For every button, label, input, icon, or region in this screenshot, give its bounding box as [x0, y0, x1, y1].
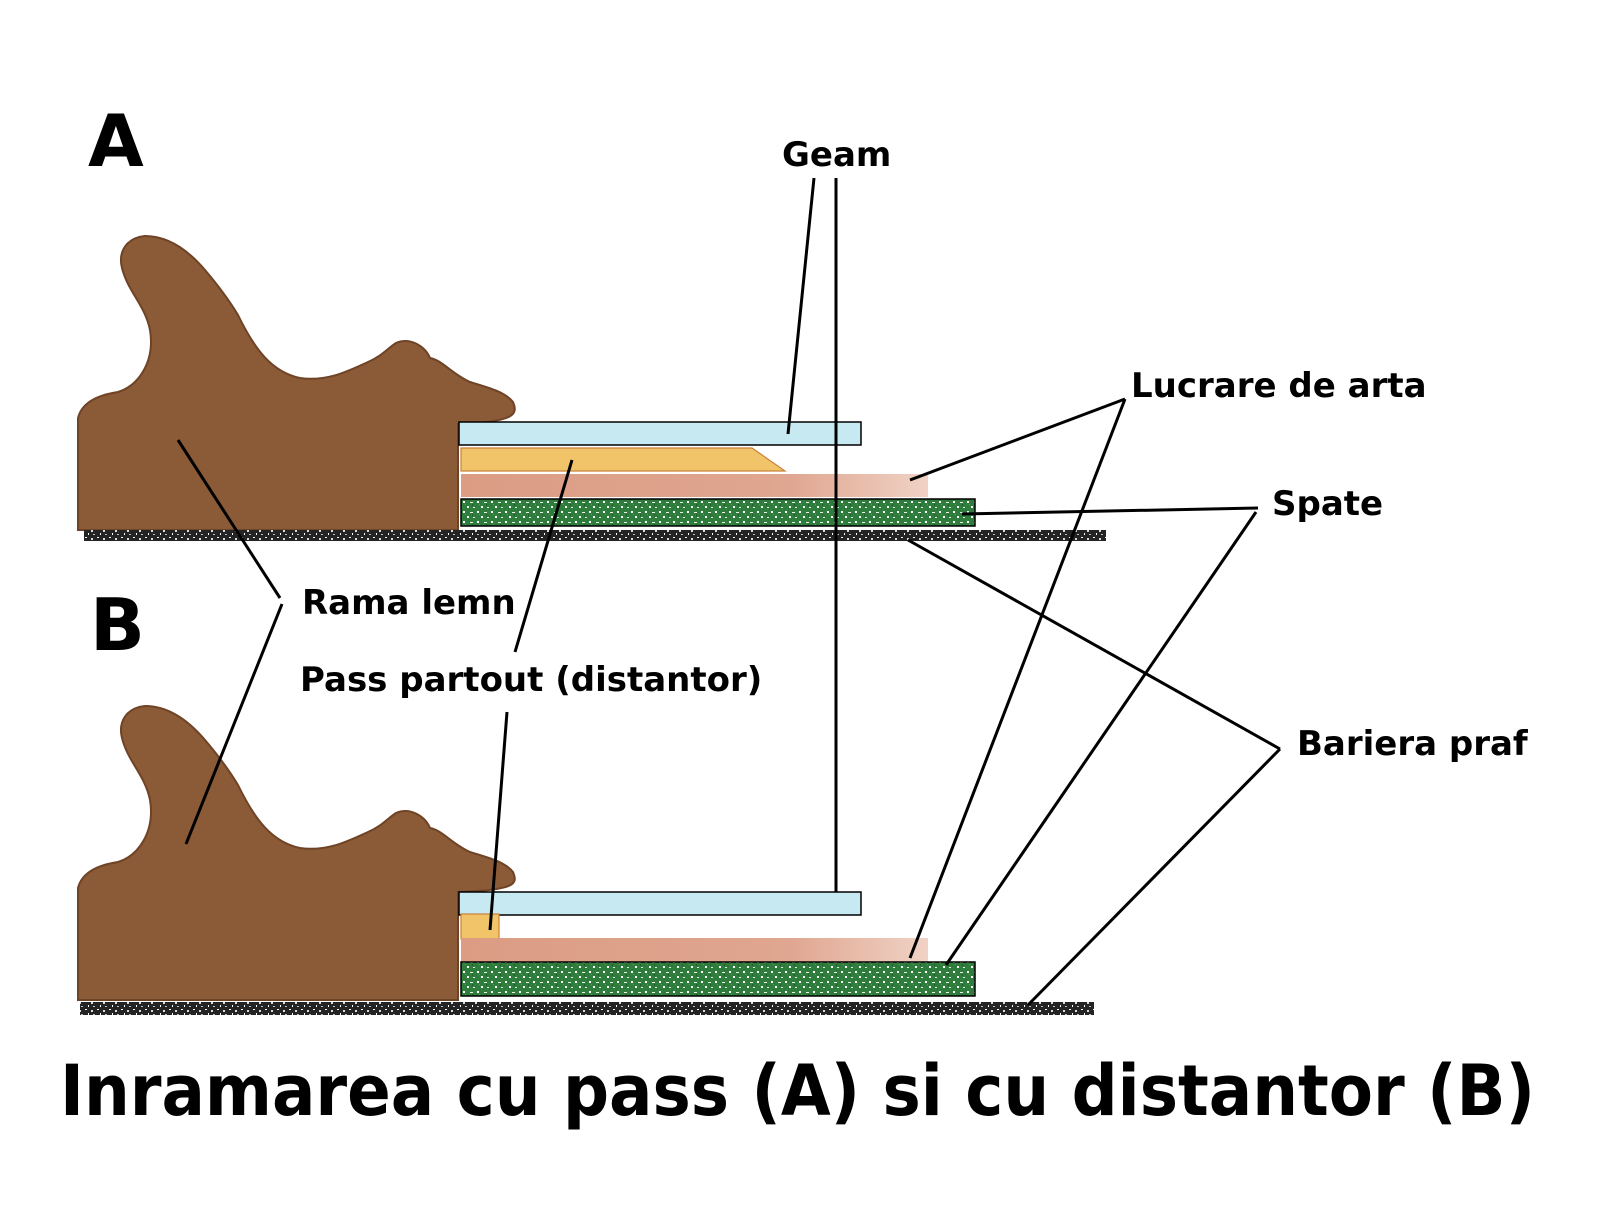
leader-lines	[176, 177, 1282, 1007]
leader-backing-a	[961, 506, 1259, 516]
backing-a	[460, 498, 976, 527]
panel-b-label: B	[90, 583, 145, 667]
label-artwork: Lucrare de arta	[1131, 366, 1427, 406]
panel-a-label: A	[88, 99, 144, 183]
leader-backing-b	[944, 511, 1258, 966]
leader-spacer-a	[513, 459, 574, 653]
label-dust-barrier: Bariera praf	[1297, 724, 1529, 764]
leader-dust-barrier-a	[907, 538, 1281, 751]
frame-profile-a	[77, 234, 516, 531]
leader-artwork-b	[908, 398, 1127, 959]
assembly-b	[77, 704, 1094, 1015]
artwork-b	[461, 938, 928, 962]
leader-spacer-b	[488, 711, 509, 931]
frame-profile-b	[77, 704, 516, 1001]
dust-barrier-b	[80, 1002, 1094, 1015]
leader-frame-a	[176, 439, 282, 599]
leader-glass-a	[786, 177, 816, 435]
spacer-b	[460, 913, 500, 940]
leader-artwork-a	[909, 397, 1126, 482]
leader-dust-barrier-b	[1026, 747, 1282, 1007]
label-backing: Spate	[1272, 484, 1383, 524]
diagram-caption: Inramarea cu pass (A) si cu distantor (B…	[60, 1050, 1535, 1132]
label-spacer: Pass partout (distantor)	[300, 660, 762, 700]
artwork-a	[461, 474, 928, 497]
glass-b	[458, 891, 862, 916]
assembly-a	[77, 234, 1106, 541]
glass-a	[458, 421, 862, 446]
pass-partout-a	[460, 447, 787, 472]
leader-frame-b	[184, 603, 284, 845]
dust-barrier-a	[84, 530, 1106, 541]
label-glass: Geam	[782, 135, 891, 175]
backing-b	[460, 961, 976, 997]
label-frame: Rama lemn	[302, 583, 516, 623]
